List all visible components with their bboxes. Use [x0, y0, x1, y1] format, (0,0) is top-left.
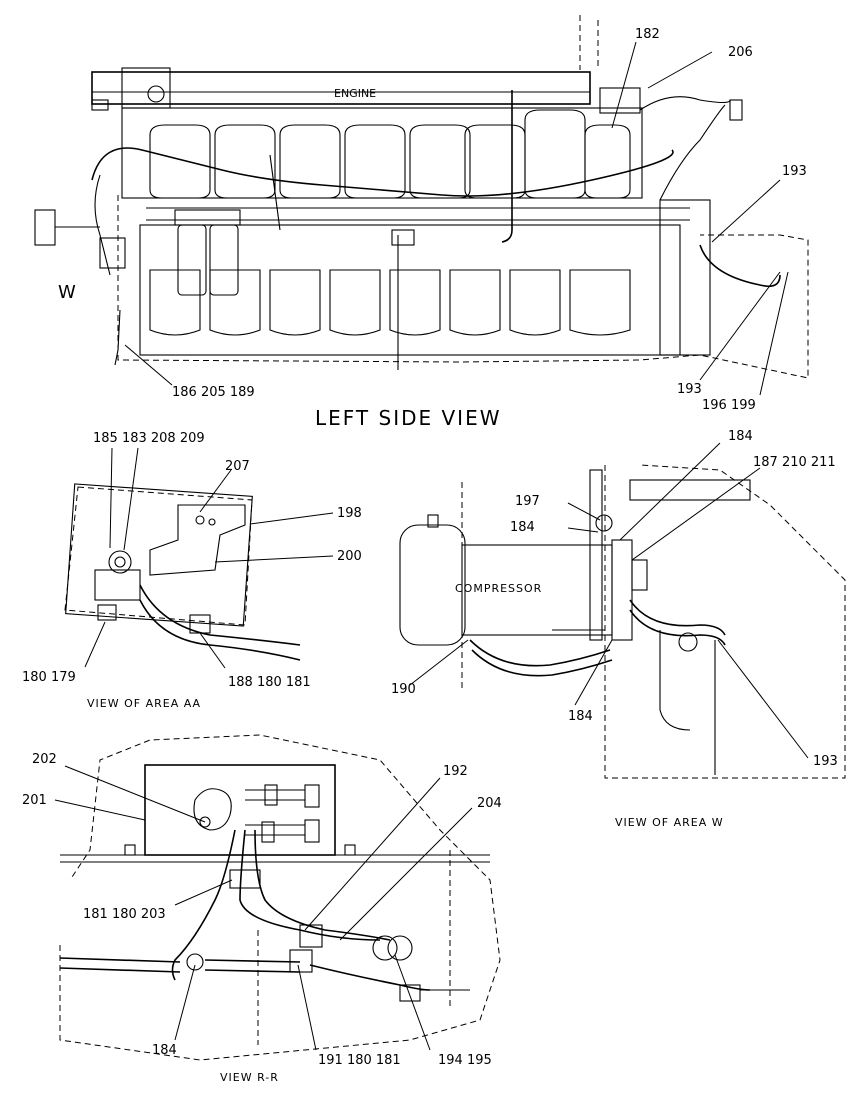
callout-193-upper: 193 [782, 164, 807, 179]
callout-193-lower: 193 [677, 382, 702, 397]
callout-198: 198 [337, 506, 362, 521]
callout-184-bottom: 184 [568, 709, 593, 724]
view-r-r-title: VIEW R-R [220, 1071, 279, 1084]
callout-186-205-189: 186 205 189 [172, 385, 255, 400]
callout-196-199: 196 199 [702, 398, 756, 413]
callout-202: 202 [32, 752, 57, 767]
area-w-marker: W [58, 282, 76, 303]
callout-188-180-181: 188 180 181 [228, 675, 311, 690]
callout-207: 207 [225, 459, 250, 474]
view-area-w-title: VIEW OF AREA W [615, 816, 724, 829]
compressor-label: COMPRESSOR [455, 582, 542, 595]
callout-182: 182 [635, 27, 660, 42]
left-side-view: ENGINE W 182 206 193 193 196 199 186 205… [34, 15, 809, 430]
callout-190: 190 [391, 682, 416, 697]
callout-180-179: 180 179 [22, 670, 76, 685]
callout-187-210-211: 187 210 211 [753, 455, 836, 470]
callout-184: 184 [152, 1043, 177, 1058]
callout-201: 201 [22, 793, 47, 808]
callout-185-183-208-209: 185 183 208 209 [93, 431, 205, 446]
left-side-view-title: LEFT SIDE VIEW [315, 406, 502, 430]
callout-194-195: 194 195 [438, 1053, 492, 1068]
callout-206: 206 [728, 45, 753, 60]
engine-label: ENGINE [334, 87, 376, 100]
callout-204: 204 [477, 796, 502, 811]
callout-193: 193 [813, 754, 838, 769]
view-area-w: 184 187 210 211 197 184 190 184 193 COMP… [391, 429, 846, 829]
cylinder-heads [149, 109, 631, 199]
callout-181-180-203: 181 180 203 [83, 907, 166, 922]
view-r-r: 202 201 192 204 181 180 203 184 191 180 … [22, 734, 502, 1084]
callout-192: 192 [443, 764, 468, 779]
callout-191-180-181: 191 180 181 [318, 1053, 401, 1068]
view-area-aa-title: VIEW OF AREA AA [87, 697, 201, 710]
callout-200: 200 [337, 549, 362, 564]
view-area-aa: 185 183 208 209 207 198 200 180 179 188 … [22, 431, 362, 710]
crankcase-bays [149, 269, 631, 336]
callout-184-mid: 184 [510, 520, 535, 535]
callout-197: 197 [515, 494, 540, 509]
callout-184-top: 184 [728, 429, 753, 444]
